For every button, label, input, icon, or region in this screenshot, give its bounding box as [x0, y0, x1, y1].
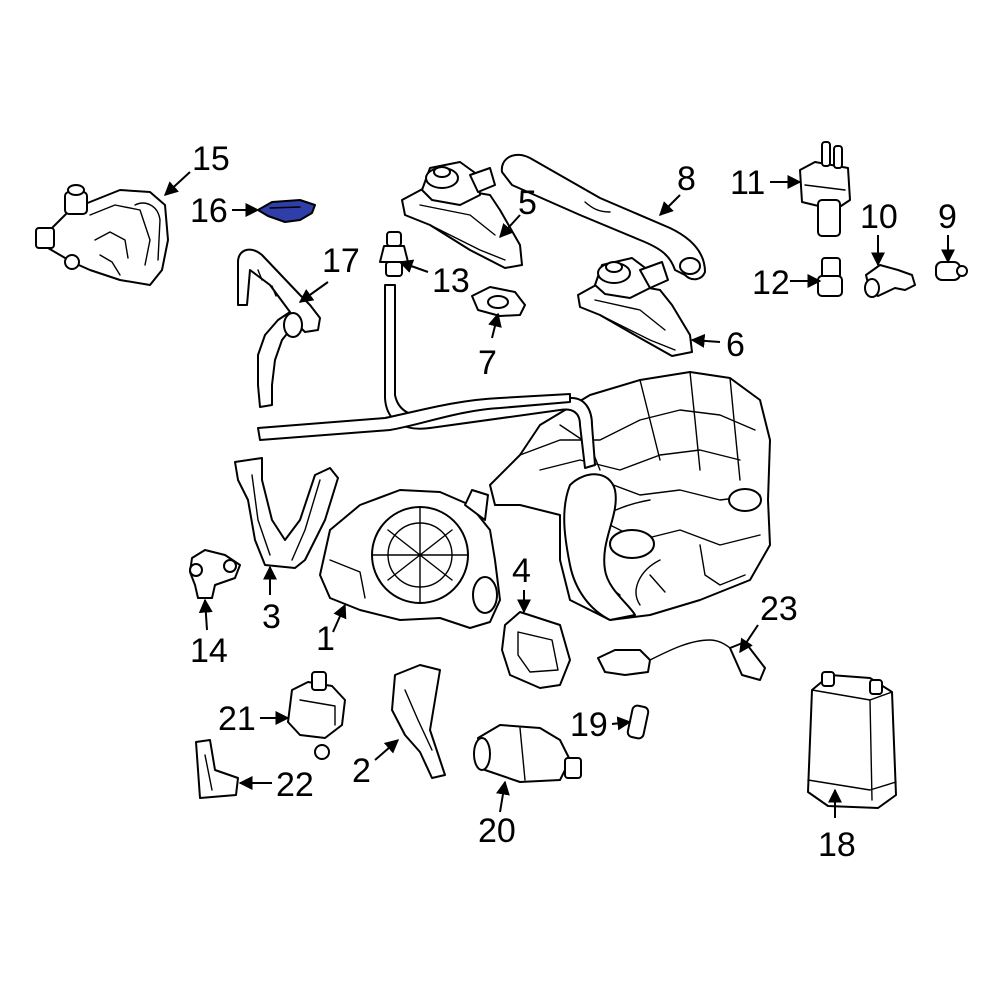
callout-7: 7 [478, 344, 497, 382]
callout-14: 14 [190, 632, 228, 670]
callout-1: 1 [316, 620, 335, 658]
part-23-o2-sensor [597, 639, 766, 681]
intake-manifold [489, 371, 771, 621]
part-7-gasket [471, 286, 526, 317]
part-19-hose [626, 704, 650, 740]
part-16-highlight [257, 199, 316, 223]
part-17-hose [237, 248, 321, 408]
callout-11: 11 [730, 164, 765, 202]
callout-20: 20 [478, 812, 516, 850]
part-11-solenoid [799, 141, 851, 237]
part-4-isolator [501, 611, 571, 689]
callout-labels: 15 16 17 13 7 5 6 8 11 12 10 9 3 14 1 4 … [190, 140, 957, 864]
callout-4: 4 [512, 552, 531, 590]
part-12-connector [817, 257, 843, 297]
part-2-shield [391, 664, 446, 779]
part-16-gasket [257, 199, 316, 223]
callout-8: 8 [677, 160, 696, 198]
leader-lines [163, 171, 955, 818]
callout-2: 2 [352, 752, 371, 790]
part-3-bracket [234, 457, 339, 569]
part-21-valve [287, 671, 346, 760]
part-1-air-pump [319, 489, 501, 629]
callout-9: 9 [938, 198, 957, 236]
part-14-sensor [189, 549, 241, 599]
callout-15: 15 [192, 140, 230, 178]
part-5-check-valve [401, 161, 523, 269]
part-18-canister [807, 671, 897, 809]
callout-3: 3 [262, 598, 281, 636]
part-15-valve-assembly [35, 184, 169, 286]
part-20-motor [473, 724, 582, 783]
part-9-cap [935, 261, 968, 281]
callout-5: 5 [518, 184, 537, 222]
callout-21: 21 [218, 700, 256, 738]
callout-22: 22 [276, 766, 314, 804]
part-22-bracket [195, 739, 239, 799]
part-6-check-valve [577, 257, 693, 357]
callout-12: 12 [752, 264, 790, 302]
callout-17: 17 [322, 242, 360, 280]
callout-19: 19 [570, 706, 608, 744]
callout-18: 18 [818, 826, 856, 864]
part-8-air-hose [500, 153, 706, 281]
part-10-tee [864, 264, 916, 298]
callout-23: 23 [760, 590, 798, 628]
callout-6: 6 [726, 326, 745, 364]
callout-16: 16 [190, 192, 228, 230]
part-13-check-valve [379, 231, 409, 277]
callout-10: 10 [860, 198, 898, 236]
vacuum-hose [257, 284, 596, 469]
callout-13: 13 [432, 262, 470, 300]
